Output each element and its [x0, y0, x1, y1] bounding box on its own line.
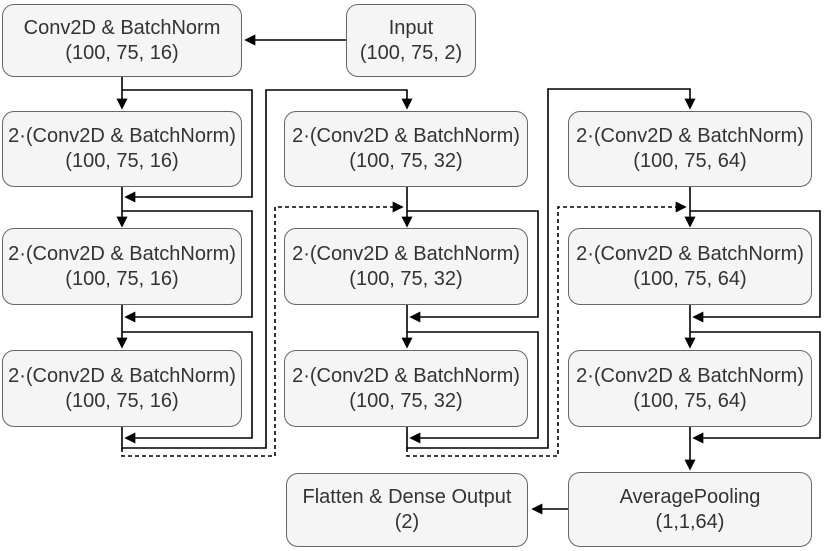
- node-shape: (100, 75, 2): [359, 41, 463, 64]
- node-conv-batchnorm: Conv2D & BatchNorm (100, 75, 16): [2, 4, 242, 77]
- edge-left-out-to-m1: [121, 89, 413, 449]
- node-resblock-left-2: 2·(Conv2D & BatchNorm) (100, 75, 16): [2, 228, 242, 305]
- node-resblock-right-3: 2·(Conv2D & BatchNorm) (100, 75, 64): [568, 350, 812, 427]
- node-shape: (100, 75, 16): [65, 389, 179, 412]
- node-title: Conv2D & BatchNorm: [23, 16, 221, 39]
- edge-skip-around-m2: [407, 210, 539, 323]
- node-title: 2·(Conv2D & BatchNorm): [8, 364, 236, 387]
- node-shape: (100, 75, 32): [349, 389, 463, 412]
- node-title: Input: [388, 16, 434, 39]
- edge-mid-out-to-r1: [406, 88, 696, 449]
- node-title: 2·(Conv2D & BatchNorm): [576, 242, 804, 265]
- node-title: 2·(Conv2D & BatchNorm): [292, 125, 520, 147]
- node-title: 2·(Conv2D & BatchNorm): [292, 364, 520, 387]
- node-title: 2·(Conv2D & BatchNorm): [576, 125, 804, 147]
- edge-skip-around-r3: [690, 331, 821, 444]
- edge-projection-mid-to-right: [406, 201, 687, 457]
- node-flatten-dense-output: Flatten & Dense Output (2): [286, 473, 528, 547]
- node-resblock-mid-3: 2·(Conv2D & BatchNorm) (100, 75, 32): [284, 350, 528, 427]
- node-resblock-left-1: 2·(Conv2D & BatchNorm) (100, 75, 16): [2, 111, 242, 187]
- node-resblock-right-2: 2·(Conv2D & BatchNorm) (100, 75, 64): [568, 228, 812, 305]
- node-shape: (100, 75, 64): [633, 150, 747, 172]
- node-shape: (1,1,64): [655, 510, 725, 533]
- node-resblock-mid-2: 2·(Conv2D & BatchNorm) (100, 75, 32): [284, 228, 528, 305]
- node-shape: (100, 75, 16): [65, 41, 179, 64]
- edge-skip-around-l3: [122, 331, 253, 444]
- node-averagepooling: AveragePooling (1,1,64): [568, 472, 812, 547]
- edge-skip-around-m3: [407, 331, 539, 444]
- edge-skip-around-l1: [122, 89, 253, 203]
- node-title: AveragePooling: [619, 485, 761, 508]
- node-title: Flatten & Dense Output: [302, 486, 512, 508]
- edge-projection-left-to-mid: [121, 201, 404, 457]
- node-title: 2·(Conv2D & BatchNorm): [8, 242, 236, 265]
- node-shape: (100, 75, 16): [65, 150, 179, 172]
- node-title: 2·(Conv2D & BatchNorm): [292, 242, 520, 265]
- node-shape: (100, 75, 64): [633, 267, 747, 290]
- node-shape: (100, 75, 32): [349, 150, 463, 172]
- node-title: 2·(Conv2D & BatchNorm): [576, 364, 804, 387]
- node-resblock-mid-1: 2·(Conv2D & BatchNorm) (100, 75, 32): [284, 111, 528, 187]
- edge-skip-around-r2: [690, 210, 821, 323]
- node-resblock-left-3: 2·(Conv2D & BatchNorm) (100, 75, 16): [2, 350, 242, 427]
- node-title: 2·(Conv2D & BatchNorm): [8, 125, 236, 147]
- node-shape: (100, 75, 64): [633, 389, 747, 412]
- node-input: Input (100, 75, 2): [346, 4, 476, 77]
- node-shape: (100, 75, 32): [349, 267, 463, 290]
- node-shape: (2): [394, 511, 420, 533]
- node-shape: (100, 75, 16): [65, 267, 179, 290]
- edge-skip-around-l2: [122, 210, 253, 323]
- node-resblock-right-1: 2·(Conv2D & BatchNorm) (100, 75, 64): [568, 111, 812, 187]
